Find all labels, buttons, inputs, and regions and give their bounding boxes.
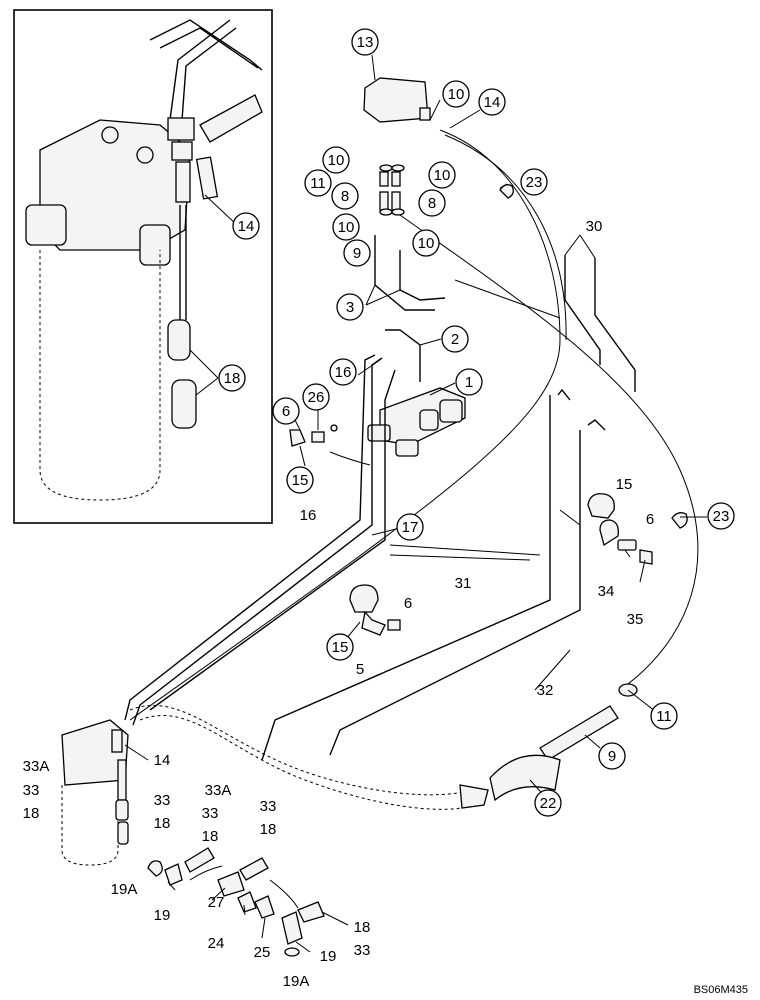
label-25: 25 xyxy=(254,944,271,961)
svg-text:15: 15 xyxy=(292,472,309,489)
label-19: 19 xyxy=(320,948,337,965)
svg-text:26: 26 xyxy=(308,389,325,406)
label-18: 18 xyxy=(260,821,277,838)
callout-15: 15 xyxy=(286,466,314,494)
svg-text:10: 10 xyxy=(434,167,451,184)
svg-text:8: 8 xyxy=(428,195,436,212)
svg-text:14: 14 xyxy=(238,218,255,235)
label-33: 33 xyxy=(154,792,171,809)
label-33: 33 xyxy=(202,805,219,822)
label-33: 33 xyxy=(260,798,277,815)
label-18: 18 xyxy=(202,828,219,845)
callout-14: 14 xyxy=(478,88,506,116)
callout-10: 10 xyxy=(322,146,350,174)
leader-lines xyxy=(124,54,707,953)
label-30: 30 xyxy=(586,218,603,235)
callout-11: 11 xyxy=(304,169,332,197)
label-33: 33 xyxy=(354,942,371,959)
callout-23: 23 xyxy=(707,502,735,530)
svg-text:3: 3 xyxy=(346,299,354,316)
callout-10: 10 xyxy=(412,229,440,257)
callout-10: 10 xyxy=(428,161,456,189)
callout-2: 2 xyxy=(441,325,469,353)
callout-10: 10 xyxy=(332,213,360,241)
label-18: 18 xyxy=(23,805,40,822)
callout-15: 15 xyxy=(326,633,354,661)
label-33A: 33A xyxy=(23,758,50,775)
callout-11: 11 xyxy=(650,702,678,730)
callout-18: 18 xyxy=(218,364,246,392)
label-33: 33 xyxy=(23,782,40,799)
label-35: 35 xyxy=(627,611,644,628)
label-18: 18 xyxy=(354,919,371,936)
svg-text:9: 9 xyxy=(608,748,616,765)
label-31: 31 xyxy=(455,575,472,592)
label-32: 32 xyxy=(537,682,554,699)
label-19A: 19A xyxy=(283,973,310,990)
callout-14: 14 xyxy=(232,212,260,240)
svg-text:22: 22 xyxy=(540,795,557,812)
svg-text:23: 23 xyxy=(713,508,730,525)
svg-text:11: 11 xyxy=(310,175,326,192)
label-18: 18 xyxy=(154,815,171,832)
svg-text:10: 10 xyxy=(328,152,345,169)
label-6: 6 xyxy=(646,511,654,528)
inset-detail xyxy=(13,9,273,524)
svg-text:18: 18 xyxy=(224,370,241,387)
label-5: 5 xyxy=(356,661,364,678)
callout-10: 10 xyxy=(442,80,470,108)
label-27: 27 xyxy=(208,894,225,911)
svg-text:10: 10 xyxy=(418,235,435,252)
label-33A: 33A xyxy=(205,782,232,799)
label-24: 24 xyxy=(208,935,225,952)
callout-9: 9 xyxy=(343,239,371,267)
svg-text:17: 17 xyxy=(402,519,419,536)
svg-text:9: 9 xyxy=(353,245,361,262)
svg-text:11: 11 xyxy=(656,708,672,725)
label-34: 34 xyxy=(598,583,615,600)
bottom-fittings xyxy=(147,847,325,957)
svg-text:10: 10 xyxy=(448,86,465,103)
filter-assembly-small xyxy=(61,719,129,866)
callout-8: 8 xyxy=(418,189,446,217)
svg-text:13: 13 xyxy=(357,34,374,51)
label-6: 6 xyxy=(404,595,412,612)
label-14: 14 xyxy=(154,752,171,769)
label-16: 16 xyxy=(300,507,317,524)
svg-text:16: 16 xyxy=(335,364,352,381)
callout-22: 22 xyxy=(534,789,562,817)
callout-17: 17 xyxy=(396,513,424,541)
callout-9: 9 xyxy=(598,742,626,770)
svg-text:15: 15 xyxy=(332,639,349,656)
label-19A: 19A xyxy=(111,881,138,898)
callout-23: 23 xyxy=(520,168,548,196)
callout-6: 6 xyxy=(272,397,300,425)
callout-26: 26 xyxy=(302,383,330,411)
callout-3: 3 xyxy=(336,293,364,321)
svg-text:1: 1 xyxy=(465,374,473,391)
svg-text:2: 2 xyxy=(451,331,459,348)
callout-16: 16 xyxy=(329,358,357,386)
callout-1: 1 xyxy=(455,368,483,396)
svg-text:8: 8 xyxy=(341,188,349,205)
reference-code: BS06M435 xyxy=(694,984,748,996)
label-19: 19 xyxy=(154,907,171,924)
callout-8: 8 xyxy=(331,182,359,210)
svg-text:10: 10 xyxy=(338,219,355,236)
label-15: 15 xyxy=(616,476,633,493)
svg-text:14: 14 xyxy=(484,94,501,111)
svg-text:23: 23 xyxy=(526,174,543,191)
svg-text:6: 6 xyxy=(282,403,290,420)
callout-13: 13 xyxy=(351,28,379,56)
